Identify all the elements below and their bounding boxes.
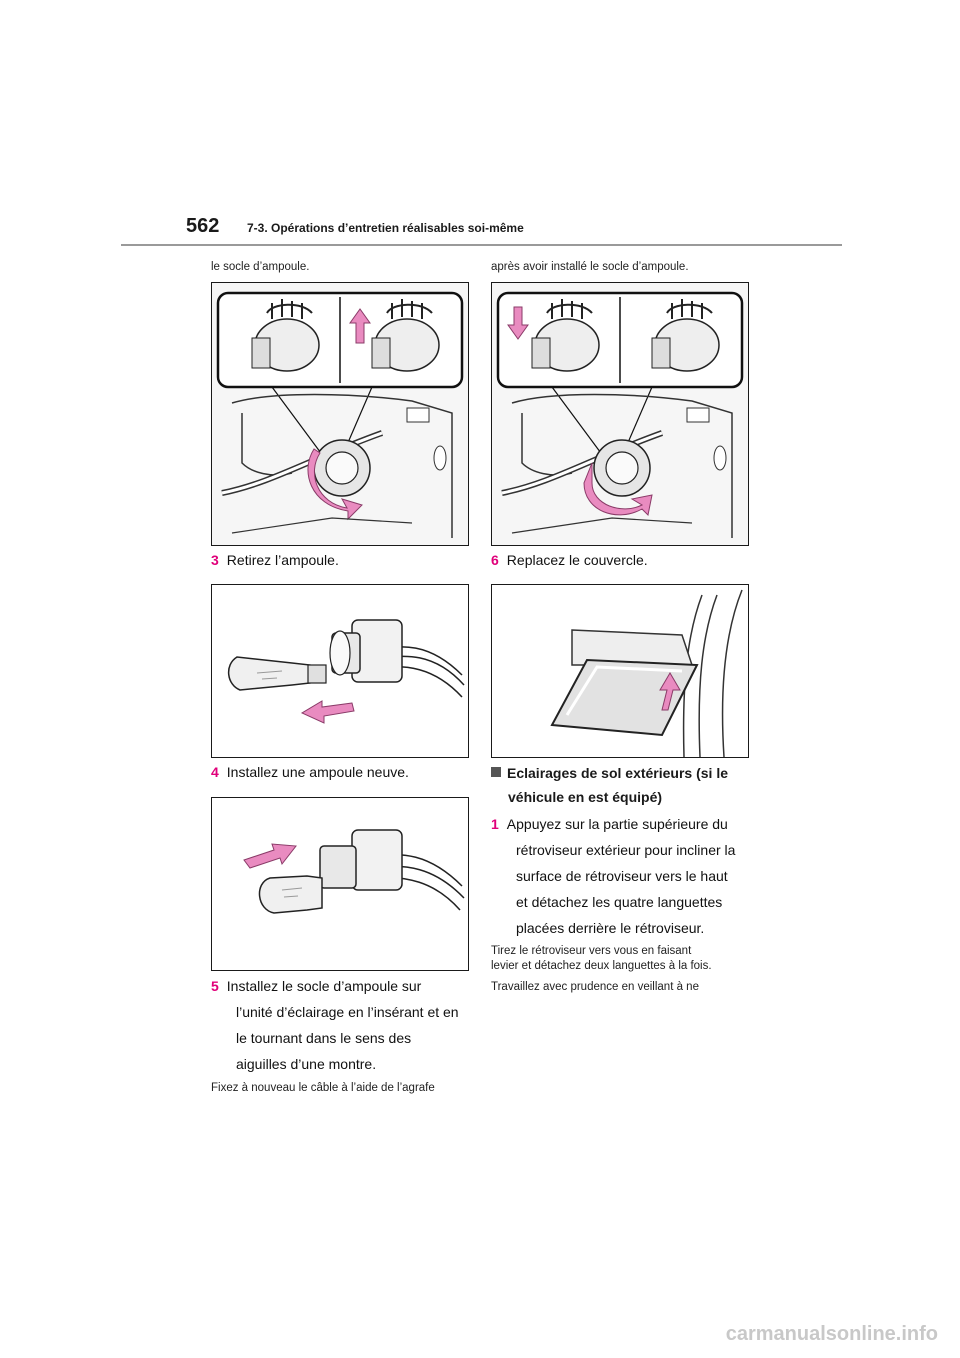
bulb-socket-removal-illustration bbox=[212, 283, 468, 545]
watermark: carmanualsonline.info bbox=[725, 1323, 938, 1345]
step-1-line-4: et détachez les quatre languettes bbox=[516, 894, 723, 910]
left-note: Fixez à nouveau le câble à l’aide de l’a… bbox=[211, 1082, 435, 1094]
note-1-line-2: levier et détachez deux languettes à la … bbox=[491, 960, 712, 972]
figure-bulb-socket-install bbox=[491, 282, 749, 546]
install-bulb-illustration bbox=[243, 829, 465, 914]
bulb-socket-install-illustration bbox=[492, 283, 748, 545]
step-1: 1 Appuyez sur la partie supérieure du bbox=[491, 811, 728, 837]
step-1-line-3: surface de rétroviseur vers le haut bbox=[516, 868, 728, 884]
step-3-text: Retirez l’ampoule. bbox=[226, 552, 339, 568]
figure-install-bulb bbox=[211, 797, 469, 971]
step-1-line-2: rétroviseur extérieur pour incliner la bbox=[516, 842, 736, 858]
step-6-number: 6 bbox=[491, 552, 499, 568]
step-5-line-1: Installez le socle d’ampoule sur bbox=[226, 978, 422, 994]
note-2: Travaillez avec prudence en veillant à n… bbox=[491, 981, 699, 993]
step-3: 3 Retirez l’ampoule. bbox=[211, 547, 339, 573]
step-1-number: 1 bbox=[491, 816, 499, 832]
step-5-line-2: l’unité d’éclairage en l’insérant et en bbox=[236, 1004, 459, 1020]
section-heading-line-1: Eclairages de sol extérieurs (si le bbox=[491, 761, 728, 785]
step-3-number: 3 bbox=[211, 552, 219, 568]
step-5-line-3: le tournant dans le sens des bbox=[236, 1030, 412, 1046]
note-1-line-1: Tirez le rétroviseur vers vous en faisan… bbox=[491, 945, 692, 957]
left-intro: le socle d’ampoule. bbox=[211, 261, 310, 273]
page-number: 562 bbox=[186, 215, 220, 237]
step-6-text: Replacez le couvercle. bbox=[506, 552, 648, 568]
step-4-text: Installez une ampoule neuve. bbox=[226, 764, 409, 780]
remove-bulb-illustration bbox=[228, 619, 465, 724]
step-1-line-1: Appuyez sur la partie supérieure du bbox=[506, 816, 728, 832]
step-5-line-4: aiguilles d’une montre. bbox=[236, 1056, 377, 1072]
section-heading-text-1: Eclairages de sol extérieurs (si le bbox=[507, 765, 729, 781]
step-5-number: 5 bbox=[211, 978, 219, 994]
step-4-number: 4 bbox=[211, 764, 219, 780]
figure-bulb-socket-removal bbox=[211, 282, 469, 546]
step-4: 4 Installez une ampoule neuve. bbox=[211, 759, 409, 785]
section-title: 7-3. Opérations d’entretien réalisables … bbox=[247, 221, 524, 235]
step-5: 5 Installez le socle d’ampoule sur bbox=[211, 973, 421, 999]
figure-replace-cover bbox=[491, 584, 749, 758]
step-6: 6 Replacez le couvercle. bbox=[491, 547, 648, 573]
figure-remove-bulb bbox=[211, 584, 469, 758]
bullet-square-icon bbox=[491, 767, 501, 777]
right-intro: après avoir installé le socle d’ampoule. bbox=[491, 261, 689, 273]
section-heading-line-2: véhicule en est équipé) bbox=[508, 789, 663, 805]
step-1-line-5: placées derrière le rétroviseur. bbox=[516, 920, 705, 936]
replace-cover-illustration bbox=[550, 589, 743, 757]
header-rule bbox=[121, 244, 842, 246]
